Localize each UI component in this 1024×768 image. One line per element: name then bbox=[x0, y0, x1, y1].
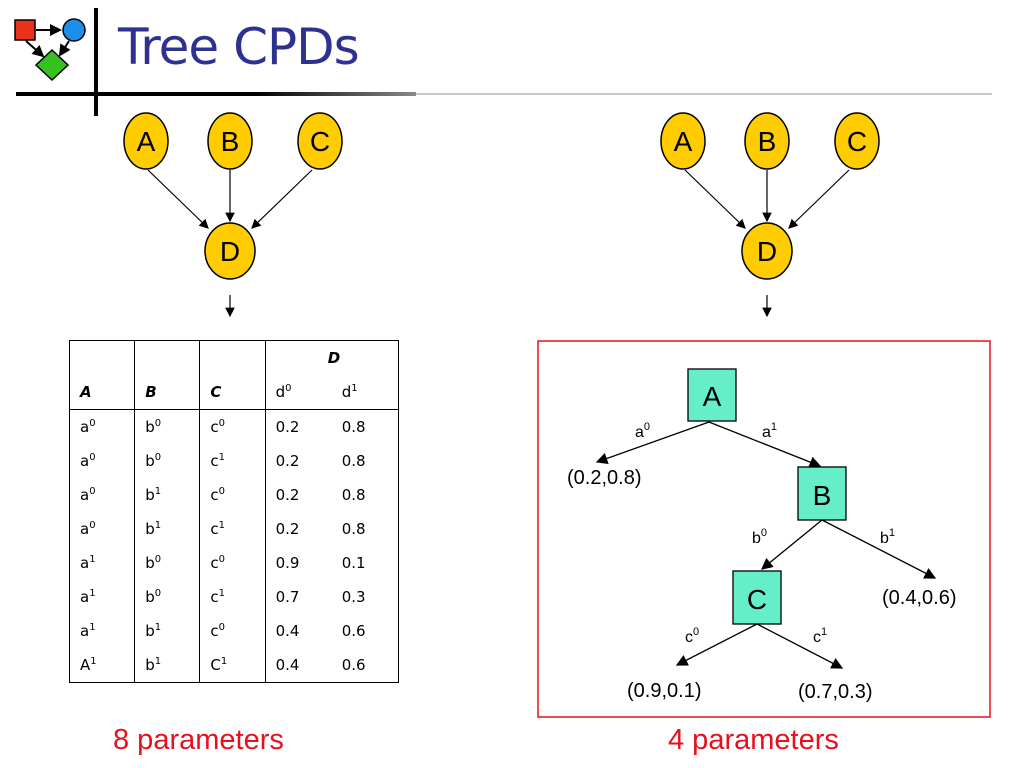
svg-text:B: B bbox=[758, 126, 777, 157]
node-D-left: D bbox=[204, 222, 256, 280]
node-A-right: A bbox=[660, 112, 706, 170]
table-header-row-1: D bbox=[68, 340, 399, 375]
tree-cpd-diagram: A B C a0 a1 b0 b1 c0 c1 (0.2,0.8) (0.4,0… bbox=[537, 340, 991, 718]
right-network-diagram: A B C D bbox=[660, 112, 880, 318]
params-left-label: 8 parameters bbox=[113, 724, 284, 756]
svg-text:D: D bbox=[220, 236, 240, 267]
tree-node-A: A bbox=[687, 368, 737, 422]
tree-node-B: B bbox=[797, 466, 847, 521]
table-row: a0 b1 c0 0.2 0.8 bbox=[68, 478, 399, 512]
node-D-right: D bbox=[741, 222, 793, 280]
edge-label-c0: c0 bbox=[685, 626, 699, 646]
col-header-d1: d1 bbox=[331, 375, 399, 410]
title-horizontal-rule-fade bbox=[416, 93, 992, 95]
table-row: a0 b1 c1 0.2 0.8 bbox=[68, 512, 399, 546]
col-header-d0: d0 bbox=[264, 375, 332, 410]
edge-a0 bbox=[595, 421, 710, 465]
page-title: Tree CPDs bbox=[118, 18, 360, 76]
svg-text:B: B bbox=[813, 480, 832, 511]
table-row: A1 b1 C1 0.4 0.6 bbox=[68, 648, 399, 683]
edge-C-D-left bbox=[251, 169, 313, 229]
group-header-D: D bbox=[327, 349, 341, 367]
svg-text:A: A bbox=[674, 126, 693, 157]
leaf-b1: (0.4,0.6) bbox=[882, 587, 956, 609]
edge-c0 bbox=[675, 623, 758, 666]
table-row: a1 b1 c0 0.4 0.6 bbox=[68, 614, 399, 648]
edge-b1 bbox=[821, 519, 937, 579]
edge-A-D-left bbox=[147, 169, 209, 229]
col-header-B: B bbox=[145, 383, 157, 401]
col-header-C: C bbox=[210, 383, 222, 401]
node-C-right: C bbox=[834, 112, 880, 170]
leaf-c1: (0.7,0.3) bbox=[798, 681, 872, 703]
svg-text:C: C bbox=[747, 584, 767, 615]
node-A-left: A bbox=[123, 112, 169, 170]
svg-text:A: A bbox=[703, 381, 722, 412]
title-horizontal-rule bbox=[16, 92, 416, 96]
edge-label-a0: a0 bbox=[635, 421, 650, 441]
edge-label-b0: b0 bbox=[752, 527, 767, 547]
node-B-right: B bbox=[744, 112, 790, 170]
leaf-c0: (0.9,0.1) bbox=[627, 680, 701, 702]
table-row: a0 b0 c0 0.2 0.8 bbox=[68, 409, 399, 444]
edge-c1 bbox=[756, 623, 844, 669]
svg-text:C: C bbox=[847, 126, 867, 157]
title-vertical-rule bbox=[94, 8, 98, 116]
node-C-left: C bbox=[297, 112, 343, 170]
tree-node-C: C bbox=[732, 570, 782, 625]
edge-label-b1: b1 bbox=[880, 527, 895, 547]
svg-text:A: A bbox=[137, 126, 156, 157]
table-row: a1 b0 c0 0.9 0.1 bbox=[68, 546, 399, 580]
tree-frame bbox=[537, 340, 991, 718]
edge-label-a1: a1 bbox=[762, 421, 777, 441]
edge-a1 bbox=[708, 421, 822, 468]
network-logo-icon bbox=[14, 18, 86, 82]
cpt-table: D A B C d0 d1 a0 b0 c0 0.2 0.8 a0 b0 c1 … bbox=[68, 340, 399, 683]
table-header-row-2: A B C d0 d1 bbox=[68, 375, 399, 410]
edge-b0 bbox=[760, 519, 823, 570]
table-row: a1 b0 c1 0.7 0.3 bbox=[68, 580, 399, 614]
leaf-a0: (0.2,0.8) bbox=[567, 467, 641, 489]
edge-C-D-right bbox=[788, 169, 850, 229]
node-B-left: B bbox=[207, 112, 253, 170]
left-network-diagram: A B C D bbox=[123, 112, 343, 318]
svg-text:C: C bbox=[310, 126, 330, 157]
table-row: a0 b0 c1 0.2 0.8 bbox=[68, 444, 399, 478]
edge-A-D-right bbox=[684, 169, 746, 229]
col-header-A: A bbox=[80, 383, 92, 401]
params-right-label: 4 parameters bbox=[668, 724, 839, 756]
svg-text:B: B bbox=[221, 126, 240, 157]
svg-text:D: D bbox=[757, 236, 777, 267]
edge-label-c1: c1 bbox=[813, 626, 827, 646]
